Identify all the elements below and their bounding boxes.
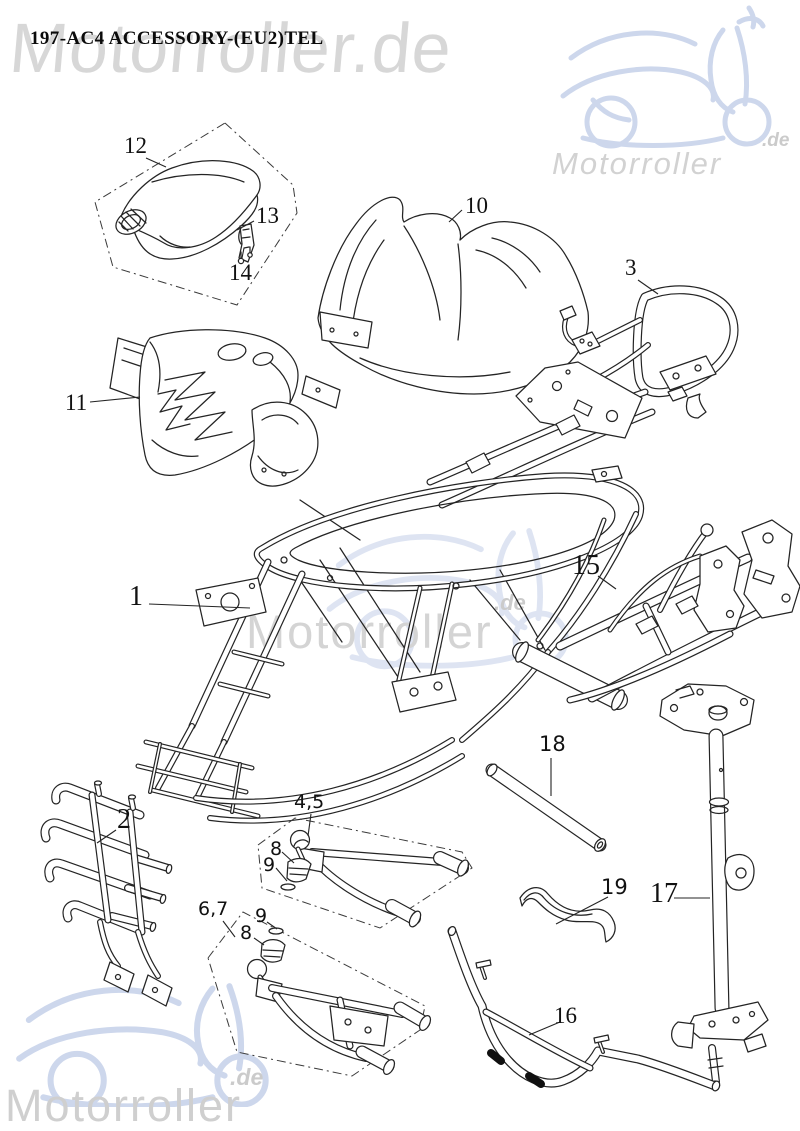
- watermark-text-bottomleft: Motorroller: [5, 1080, 243, 1131]
- part-label-2: 2: [117, 804, 131, 835]
- watermark-suffix-topright: .de: [762, 130, 790, 151]
- part-label-1: 1: [129, 581, 143, 612]
- handlebar-drawing: [447, 925, 721, 1092]
- part-label-18: 18: [539, 732, 566, 756]
- part-label-9-lower: 9: [255, 905, 268, 927]
- main-frame-drawing: [135, 361, 656, 824]
- part-label-17: 17: [650, 878, 678, 909]
- part-label-11: 11: [65, 390, 88, 415]
- watermark-suffix-bottomleft: .de: [230, 1064, 264, 1090]
- leader-lines: [89, 157, 710, 1036]
- swingarm-drawing: [512, 519, 800, 711]
- front-bumper-drawing: [40, 780, 173, 1007]
- part-label-3: 3: [625, 255, 637, 280]
- part-label-12: 12: [124, 133, 147, 158]
- seat-latch-drawing: [237, 223, 255, 265]
- scooter-logo-sketch: [560, 5, 772, 149]
- steering-shaft-tube-drawing: [485, 763, 607, 852]
- part-label-10: 10: [465, 193, 488, 218]
- upper-a-arm-drawing: [257, 817, 473, 929]
- page-title: 197-AC4 ACCESSORY-(EU2)TEL: [30, 28, 324, 49]
- rear-carrier-drawing: [559, 285, 739, 419]
- scooter-logo-sketch: [16, 983, 269, 1107]
- part-label-16: 16: [554, 1003, 577, 1028]
- watermark-suffix-center: .de: [494, 590, 526, 615]
- part-label-14: 14: [229, 260, 252, 285]
- rear-fender-drawing: [301, 196, 589, 409]
- part-label-15: 15: [572, 550, 600, 581]
- part-label-8-lower: 8: [240, 922, 253, 944]
- seat-drawing: [94, 122, 298, 306]
- part-label-6-7: 6,7: [198, 898, 229, 920]
- steering-column-drawing: [659, 683, 769, 1088]
- part-label-13: 13: [256, 203, 279, 228]
- part-label-9-upper: 9: [263, 854, 276, 876]
- part-label-4-5: 4,5: [294, 791, 325, 813]
- part-label-8-upper: 8: [270, 838, 283, 860]
- front-body-panel-drawing: [109, 329, 319, 487]
- clamp-bracket-drawing: [519, 887, 616, 943]
- part-label-19: 19: [601, 875, 628, 899]
- lower-a-arm-drawing: [207, 911, 432, 1077]
- watermark-text-topright: Motorroller: [552, 146, 723, 181]
